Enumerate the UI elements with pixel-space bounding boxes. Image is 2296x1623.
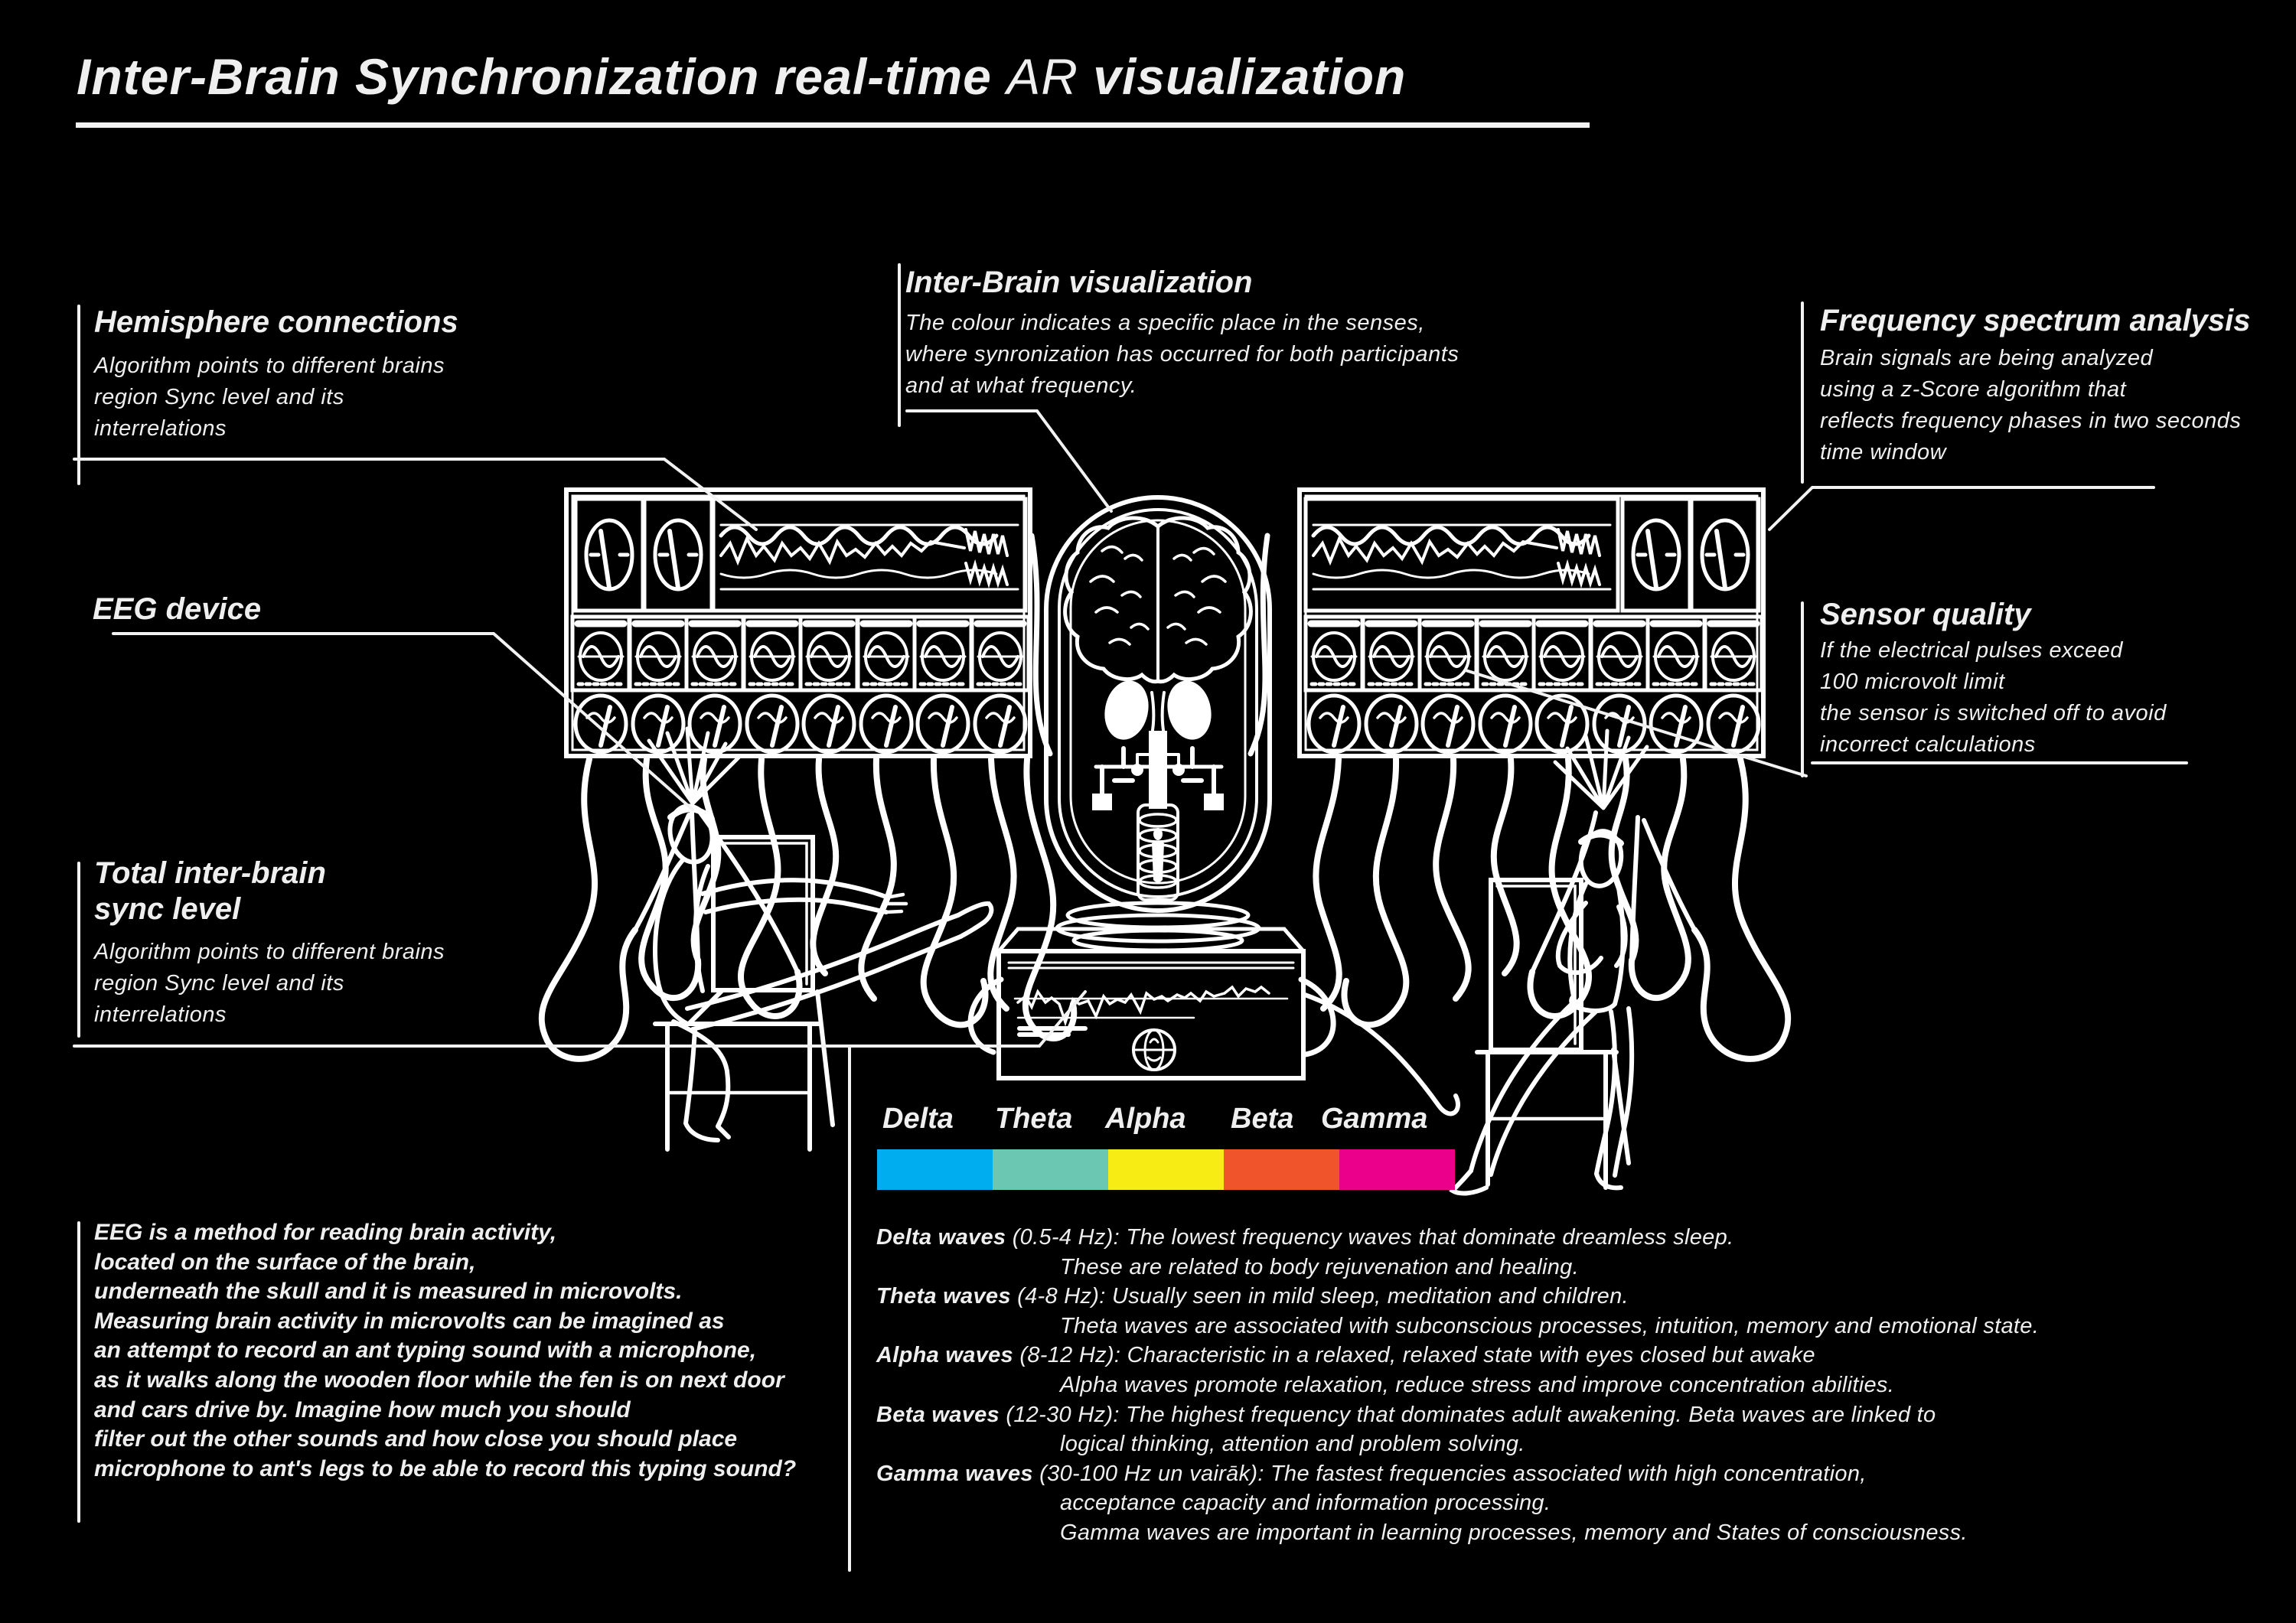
legend-label-delta: Delta: [882, 1103, 954, 1135]
wave-line: Alpha waves promote relaxation, reduce s…: [876, 1370, 2223, 1400]
legend-label-gamma: Gamma: [1321, 1103, 1428, 1135]
legend-swatch-theta: [993, 1149, 1108, 1190]
wave-line: Theta waves (4-8 Hz): Usually seen in mi…: [876, 1282, 2223, 1312]
wave-text: These are related to body rejuvenation a…: [1060, 1254, 1579, 1279]
eeg-panel-left: [564, 487, 1032, 758]
wave-descriptions: Delta waves (0.5-4 Hz): The lowest frequ…: [876, 1223, 2223, 1548]
wave-text: Alpha waves promote relaxation, reduce s…: [1060, 1372, 1895, 1397]
interbrain-heading: Inter-Brain visualization: [905, 266, 1253, 299]
eeg-device-heading: EEG device: [93, 592, 262, 626]
wave-text: (30-100 Hz un vairāk): The fastest frequ…: [1032, 1461, 1867, 1486]
wave-line: logical thinking, attention and problem …: [876, 1429, 2223, 1459]
globe-icon: [1132, 1028, 1176, 1071]
title-part2: AR: [1006, 48, 1078, 105]
hemisphere-leader: [73, 458, 758, 531]
frequency-leader: [1768, 486, 2155, 531]
wave-line: Delta waves (0.5-4 Hz): The lowest frequ…: [876, 1223, 2223, 1253]
legend-swatch-beta: [1224, 1149, 1339, 1190]
wave-name: Theta waves: [876, 1284, 1011, 1309]
frequency-heading: Frequency spectrum analysis: [1820, 304, 2251, 337]
wave-line: Theta waves are associated with subconsc…: [876, 1312, 2223, 1341]
page-title: Inter-Brain Synchronization real-time AR…: [77, 47, 1406, 106]
legend-swatch-delta: [877, 1149, 993, 1190]
wave-text: (4-8 Hz): Usually seen in mild sleep, me…: [1010, 1284, 1629, 1309]
interbrain-leader: [905, 409, 1113, 513]
wave-line: Gamma waves are important in learning pr…: [876, 1518, 2223, 1548]
wave-text: logical thinking, attention and problem …: [1060, 1432, 1525, 1457]
total-sync-leader: [73, 990, 1087, 1048]
legend-swatch-gamma: [1339, 1149, 1455, 1190]
interbrain-body: The colour indicates a specific place in…: [905, 311, 1459, 398]
leader-lines: [73, 263, 2188, 1572]
legend-label-alpha: Alpha: [1105, 1103, 1186, 1135]
wave-name: Beta waves: [876, 1402, 1000, 1427]
wave-line: Beta waves (12-30 Hz): The highest frequ…: [876, 1400, 2223, 1430]
wave-text: Theta waves are associated with subconsc…: [1060, 1313, 2040, 1338]
wave-name: Delta waves: [876, 1225, 1006, 1250]
wave-name: Alpha waves: [876, 1343, 1013, 1368]
wave-text: acceptance capacity and information proc…: [1060, 1491, 1551, 1516]
eeg-device-leader: [112, 632, 694, 811]
chair-left: [653, 835, 835, 1152]
hemisphere-heading: Hemisphere connections: [94, 305, 458, 339]
sensor-leader: [1464, 669, 1808, 777]
total-sync-body: Algorithm points to different brains reg…: [94, 940, 445, 1027]
coil: [1137, 803, 1179, 901]
brain-capsule: [1044, 495, 1272, 953]
wave-line: These are related to body rejuvenation a…: [876, 1253, 2223, 1282]
chair-right: [1475, 878, 1631, 1190]
wave-text: (0.5-4 Hz): The lowest frequency waves t…: [1006, 1225, 1734, 1250]
eeg-paragraph: EEG is a method for reading brain activi…: [94, 1220, 797, 1481]
wave-text: Gamma waves are important in learning pr…: [1060, 1520, 1968, 1545]
legend-label-beta: Beta: [1231, 1103, 1294, 1135]
wave-text: (12-30 Hz): The highest frequency that d…: [1000, 1402, 1936, 1427]
title-part3: visualization: [1078, 48, 1407, 105]
legend-label-theta: Theta: [995, 1103, 1073, 1135]
title-part1: Inter-Brain Synchronization real-time: [77, 48, 1007, 105]
wave-line: Alpha waves (8-12 Hz): Characteristic in…: [876, 1341, 2223, 1370]
person-left: [652, 803, 994, 1142]
wave-line: Gamma waves (30-100 Hz un vairāk): The f…: [876, 1459, 2223, 1489]
apparatus: [1092, 731, 1224, 810]
sensor-heading: Sensor quality: [1820, 598, 2031, 631]
eeg-panel-right: [1297, 487, 1766, 758]
wave-name: Gamma waves: [876, 1461, 1033, 1486]
sync-monitor-box: [996, 927, 1306, 1080]
title-underline: [76, 122, 1590, 128]
wave-text: (8-12 Hz): Characteristic in a relaxed, …: [1013, 1343, 1815, 1368]
wires-right: [1247, 533, 1792, 1116]
total-sync-heading: Total inter-brain sync level: [94, 856, 326, 926]
hemisphere-body: Algorithm points to different brains reg…: [94, 354, 445, 441]
legend-swatch-alpha: [1108, 1149, 1224, 1190]
wave-line: acceptance capacity and information proc…: [876, 1488, 2223, 1518]
brain-icon: [1063, 516, 1253, 684]
frequency-body: Brain signals are being analyzed using a…: [1820, 346, 2242, 464]
sensor-body: If the electrical pulses exceed 100 micr…: [1820, 638, 2167, 757]
